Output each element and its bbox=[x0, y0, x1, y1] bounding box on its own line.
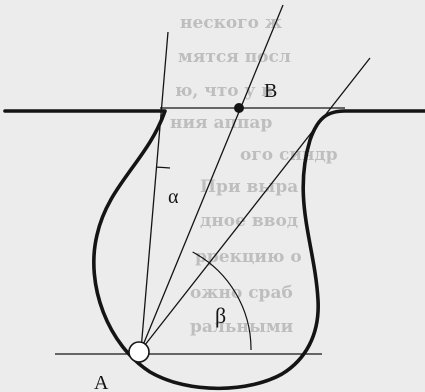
bg-line-5: ого синдр bbox=[240, 145, 338, 165]
label-alpha: α bbox=[168, 186, 179, 208]
point-a-circle bbox=[128, 341, 150, 363]
bg-line-9: ожно сраб bbox=[190, 283, 293, 303]
label-a: A bbox=[94, 372, 109, 392]
bg-line-4: ния аппар bbox=[170, 113, 272, 133]
background-text: неского ж мятся посл ю, что у в ния аппа… bbox=[170, 13, 338, 337]
bg-line-10: ральными bbox=[190, 317, 294, 337]
ray-tangent bbox=[140, 57, 371, 351]
ray-to-b bbox=[140, 4, 284, 351]
angle-beta-arc bbox=[192, 251, 252, 351]
label-b: B bbox=[264, 80, 277, 102]
label-beta: β bbox=[215, 303, 226, 328]
cavity-outline bbox=[3, 109, 425, 391]
bg-line-6: При выра bbox=[200, 177, 298, 197]
bg-line-3: ю, что у в bbox=[175, 81, 273, 101]
angle-alpha-arc bbox=[156, 166, 171, 169]
bg-line-1: неского ж bbox=[180, 13, 282, 33]
point-b-dot bbox=[234, 103, 244, 113]
bg-line-2: мятся посл bbox=[178, 47, 291, 67]
ray-vertical bbox=[140, 31, 169, 351]
bg-line-7: дное ввод bbox=[200, 211, 298, 231]
bg-line-8: ррекцию о bbox=[195, 247, 302, 267]
